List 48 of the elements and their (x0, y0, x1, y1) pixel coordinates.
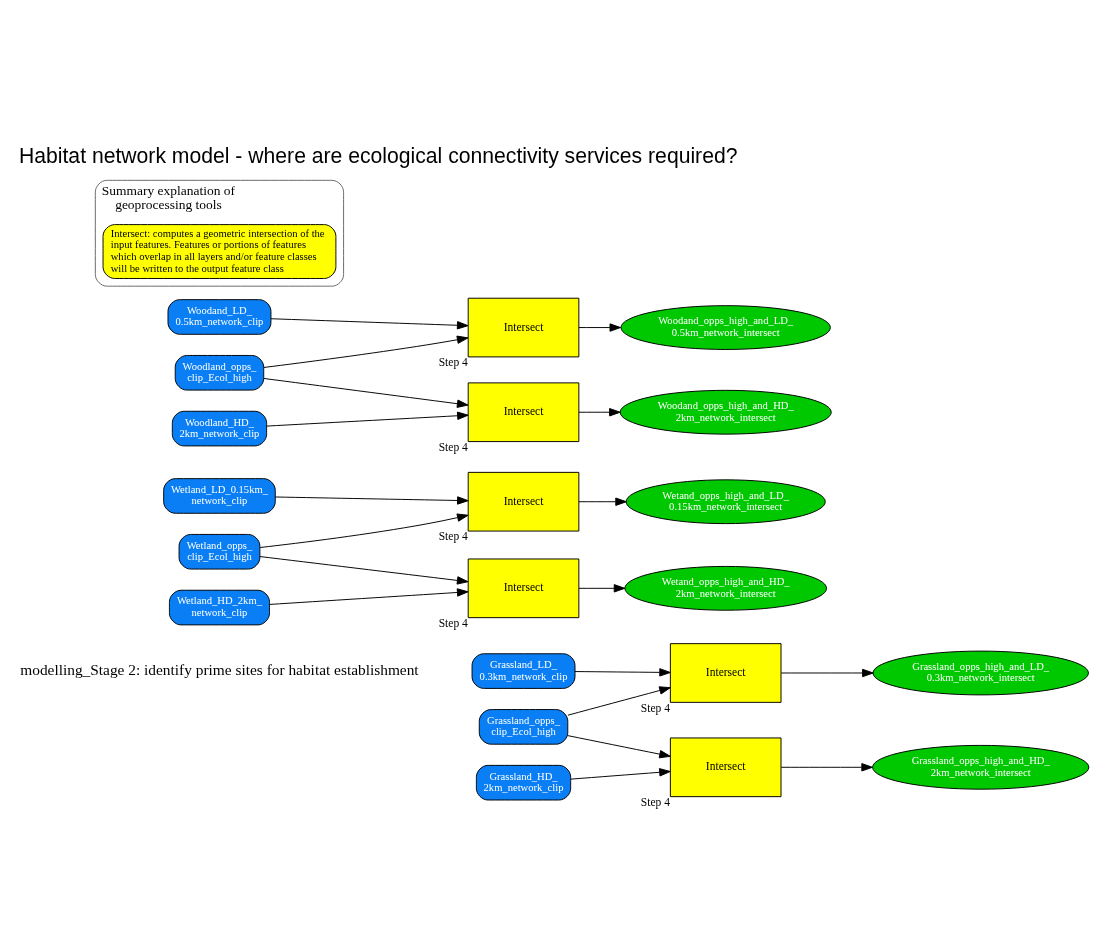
arrow (780, 668, 874, 678)
arrow (259, 556, 469, 585)
node-ellipse: Wetand_opps_high_and_HD_ 2km_network_intersect (624, 565, 827, 611)
node-label: Step 4 (640, 701, 671, 714)
node-box: Intersect (669, 643, 782, 703)
node-label: Step 4 (438, 356, 468, 369)
label: modelling_Stage 2: identify prime sites for habitat establishment (20, 660, 419, 678)
arrow (567, 735, 671, 759)
node-label: Step 4 (438, 440, 468, 453)
arrow (263, 335, 469, 368)
arrow (578, 497, 627, 506)
arrow (578, 584, 626, 593)
arrow (275, 496, 469, 505)
node-box: Intersect: computes a geometric intersection of the input features. Features or portions of features which overlap in all layers and/or feature classes will be written to the output feature class (102, 224, 337, 279)
diagram-title: Habitat network model - where are ecological connectivity services required? (18, 143, 738, 167)
arrow (270, 318, 469, 330)
node-ellipse: Woodand_opps_high_and_LD_ 0.5km_network_intersect (620, 305, 831, 350)
node-ellipse: Grassland_opps_high_and_HD_ 2km_network_intersect (872, 744, 1090, 790)
node-box: Intersect (467, 297, 580, 358)
node-box: Woodland_HD_ 2km_network_clip (171, 410, 268, 447)
arrow (266, 411, 469, 427)
arrow (263, 378, 469, 408)
node-box: Intersect (467, 471, 580, 532)
arrow (567, 686, 671, 716)
node-box: Grassland_opps_ clip_Ecol_high (478, 709, 569, 745)
node-box: Wetland_HD_2km_ network_clip (168, 589, 270, 626)
node-label: Step 4 (438, 616, 468, 629)
arrow (780, 763, 873, 772)
node-box: Intersect (467, 558, 580, 619)
arrow (574, 668, 671, 677)
arrow (259, 513, 469, 548)
node-box: Intersect (669, 737, 782, 798)
node-box: Intersect (467, 382, 580, 443)
arrow (269, 588, 469, 605)
node-box: Woodland_opps_ clip_Ecol_high (174, 354, 265, 391)
node-box: Woodand_LD_ 0.5km_network_clip (167, 299, 272, 335)
arrow (578, 408, 621, 417)
node-ellipse: Grassland_opps_high_and_LD_ 0.3km_network_intersect (872, 650, 1089, 696)
node-box: Wetland_LD_0.15km_ network_clip (163, 478, 276, 514)
node-box: Grassland_HD_ 2km_network_clip (475, 764, 572, 801)
node-ellipse: Woodand_opps_high_and_HD_ 2km_network_intersect (619, 389, 832, 435)
node-label: Step 4 (438, 530, 468, 543)
node-ellipse: Wetand_opps_high_and_LD_ 0.15km_network_intersect (625, 479, 826, 525)
node-label: Step 4 (640, 795, 671, 808)
arrow (578, 323, 622, 332)
arrow (570, 768, 671, 780)
node-box: Grassland_LD_ 0.3km_network_clip (471, 653, 576, 689)
node-box: Wetland_opps_ clip_Ecol_high (178, 533, 261, 570)
